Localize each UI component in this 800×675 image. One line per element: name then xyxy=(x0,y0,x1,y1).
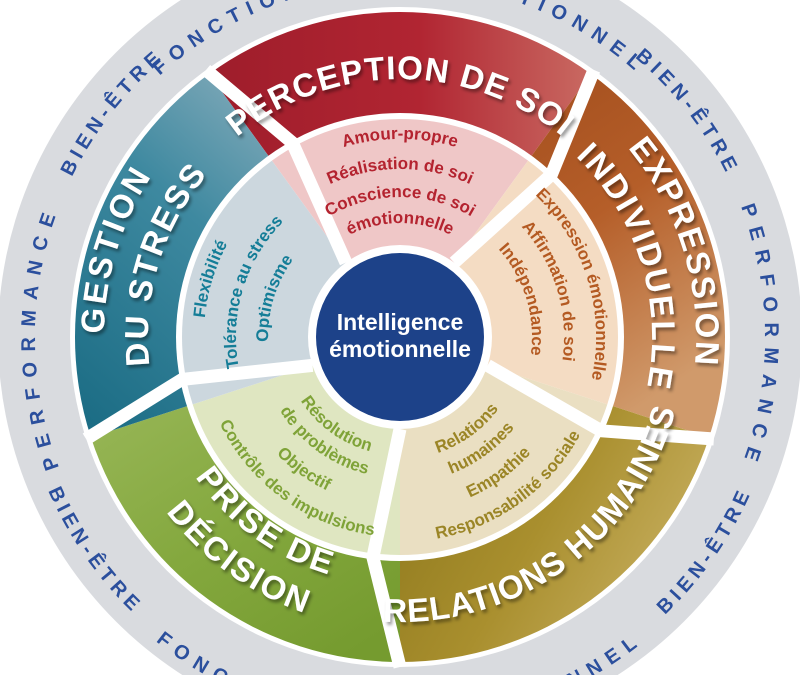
divider-relations-prise xyxy=(366,427,407,669)
center-circle xyxy=(316,253,484,421)
divider-gestion-perception xyxy=(201,65,352,266)
divider-perception-expression xyxy=(449,67,601,268)
divider-expression-relations xyxy=(484,359,715,446)
segment-perception-inner xyxy=(271,118,529,337)
center-label-line1: Intelligence xyxy=(337,309,464,335)
center-label-line2: émotionnelle xyxy=(329,336,471,362)
divider-prise-gestion xyxy=(82,358,314,445)
segment-dividers xyxy=(82,65,715,669)
